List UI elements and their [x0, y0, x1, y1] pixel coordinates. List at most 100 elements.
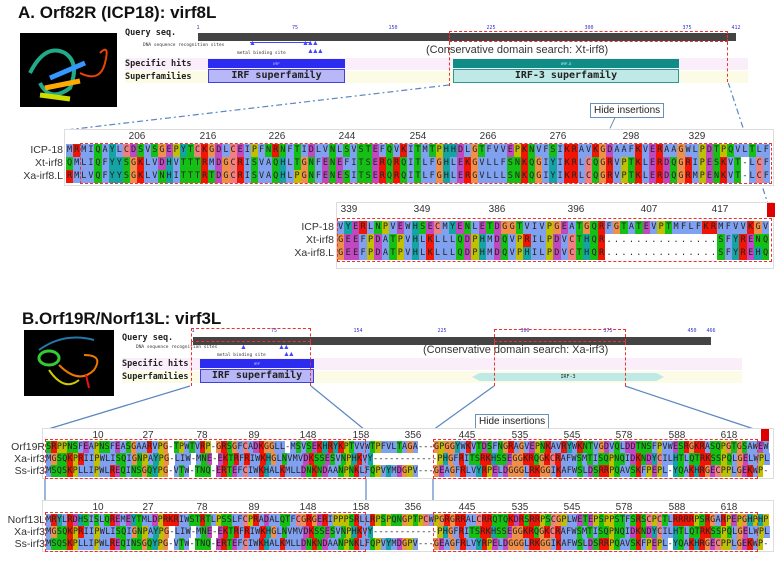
residue: G — [129, 170, 138, 183]
residue: K — [426, 247, 434, 260]
metal-site-marker-icon[interactable]: ▲▲ — [283, 351, 295, 358]
residue: R — [162, 514, 169, 526]
residue: I — [550, 538, 556, 550]
residue: I — [87, 157, 95, 170]
hide-insertions-button[interactable]: Hide insertions — [475, 414, 550, 429]
position-tick: 276 — [549, 131, 567, 142]
residue: N — [754, 234, 762, 247]
site-marker-icon[interactable]: ▲▲▲ — [302, 40, 319, 47]
residue: P — [407, 538, 413, 550]
residue: A — [265, 157, 273, 170]
residue: I — [88, 465, 94, 477]
hide-insertions-button[interactable]: Hide insertions — [590, 103, 665, 118]
residue: S — [226, 514, 232, 526]
residue: G — [222, 170, 230, 183]
irf-specific-hit[interactable]: IRF — [200, 359, 314, 368]
residue: - — [410, 453, 416, 465]
residue: F — [492, 441, 498, 453]
residue: E — [648, 170, 657, 183]
residue: V — [584, 144, 593, 157]
residue: M — [46, 526, 52, 538]
residue: V — [152, 441, 158, 453]
residue: V — [560, 234, 569, 247]
site-marker-icon[interactable]: ▲ — [249, 40, 256, 47]
residue: A — [258, 514, 264, 526]
residue: Q — [104, 514, 110, 526]
residue: E — [506, 526, 513, 538]
residue: V — [662, 441, 668, 453]
residue: R — [272, 144, 280, 157]
residue: F — [359, 247, 367, 260]
residue: L — [83, 465, 89, 477]
residue: G — [269, 441, 275, 453]
residue: R — [458, 526, 465, 538]
site-marker-icon[interactable]: ▲ — [240, 344, 247, 351]
residue: R — [699, 441, 705, 453]
residue: C — [656, 514, 663, 526]
residue: E — [478, 221, 487, 234]
residue: Q — [689, 526, 695, 538]
residue: N — [329, 157, 337, 170]
residue: P — [736, 514, 742, 526]
residue: - — [210, 465, 216, 477]
residue: I — [407, 170, 415, 183]
residue: C — [423, 514, 429, 526]
irf-superfamily-bar[interactable]: IRF superfamily — [208, 69, 345, 83]
site-marker-icon[interactable]: ▲▲ — [278, 344, 290, 351]
residue: - — [421, 526, 427, 538]
selection-line — [625, 342, 626, 386]
residue: F — [499, 157, 507, 170]
residue: D — [301, 465, 307, 477]
residue: G — [736, 441, 742, 453]
superfamilies-label: Superfamilies — [125, 72, 192, 82]
residue: R — [518, 514, 525, 526]
residue: R — [393, 170, 401, 183]
residue: V — [471, 441, 477, 453]
residue: F — [724, 221, 733, 234]
residue: T — [178, 465, 185, 477]
irf-specific-hit[interactable]: IRF — [208, 59, 345, 68]
ruler-tick: 375 — [603, 328, 613, 334]
residue: F — [238, 526, 245, 538]
irf3-superfamily-bar[interactable]: IRF-3 superfamily — [453, 69, 679, 83]
residue: S — [699, 514, 705, 526]
residue: A — [663, 144, 671, 157]
residue: M — [292, 526, 298, 538]
residue: S — [577, 465, 583, 477]
residue: R — [233, 453, 239, 465]
query-sequence-bar[interactable] — [193, 337, 711, 345]
query-sequence-bar[interactable] — [198, 33, 736, 41]
residue: E — [457, 170, 465, 183]
irf-superfamily-bar[interactable]: IRF superfamily — [200, 369, 314, 383]
residue: Q — [689, 453, 695, 465]
residue: S — [545, 514, 551, 526]
irf3-superfamily-bar[interactable]: IRF-3 — [472, 373, 664, 381]
irf3-specific-hit[interactable]: IRF-3 — [453, 59, 679, 68]
residue: R — [460, 514, 466, 526]
residue: N — [640, 526, 647, 538]
residue: R — [683, 514, 689, 526]
residue: K — [508, 514, 514, 526]
residue: K — [67, 453, 73, 465]
residue: Y — [131, 514, 137, 526]
residue: K — [338, 441, 344, 453]
residue: G — [163, 453, 170, 465]
residue: Y — [153, 526, 159, 538]
residue: W — [364, 441, 371, 453]
residue: A — [683, 465, 689, 477]
residue: E — [336, 157, 344, 170]
metal-site-marker-icon[interactable]: ▲▲▲ — [307, 48, 324, 55]
residue: I — [88, 526, 95, 538]
residue: S — [51, 465, 57, 477]
residue: P — [56, 441, 62, 453]
residue: T — [575, 247, 583, 260]
residue: S — [306, 441, 312, 453]
residue: W — [753, 526, 759, 538]
residue: E — [577, 514, 583, 526]
residue: H — [279, 170, 287, 183]
residue: K — [485, 453, 491, 465]
residue: . — [642, 247, 651, 260]
zoom-connector-b3 — [432, 385, 495, 431]
residue: G — [556, 514, 562, 526]
residue: S — [115, 526, 122, 538]
